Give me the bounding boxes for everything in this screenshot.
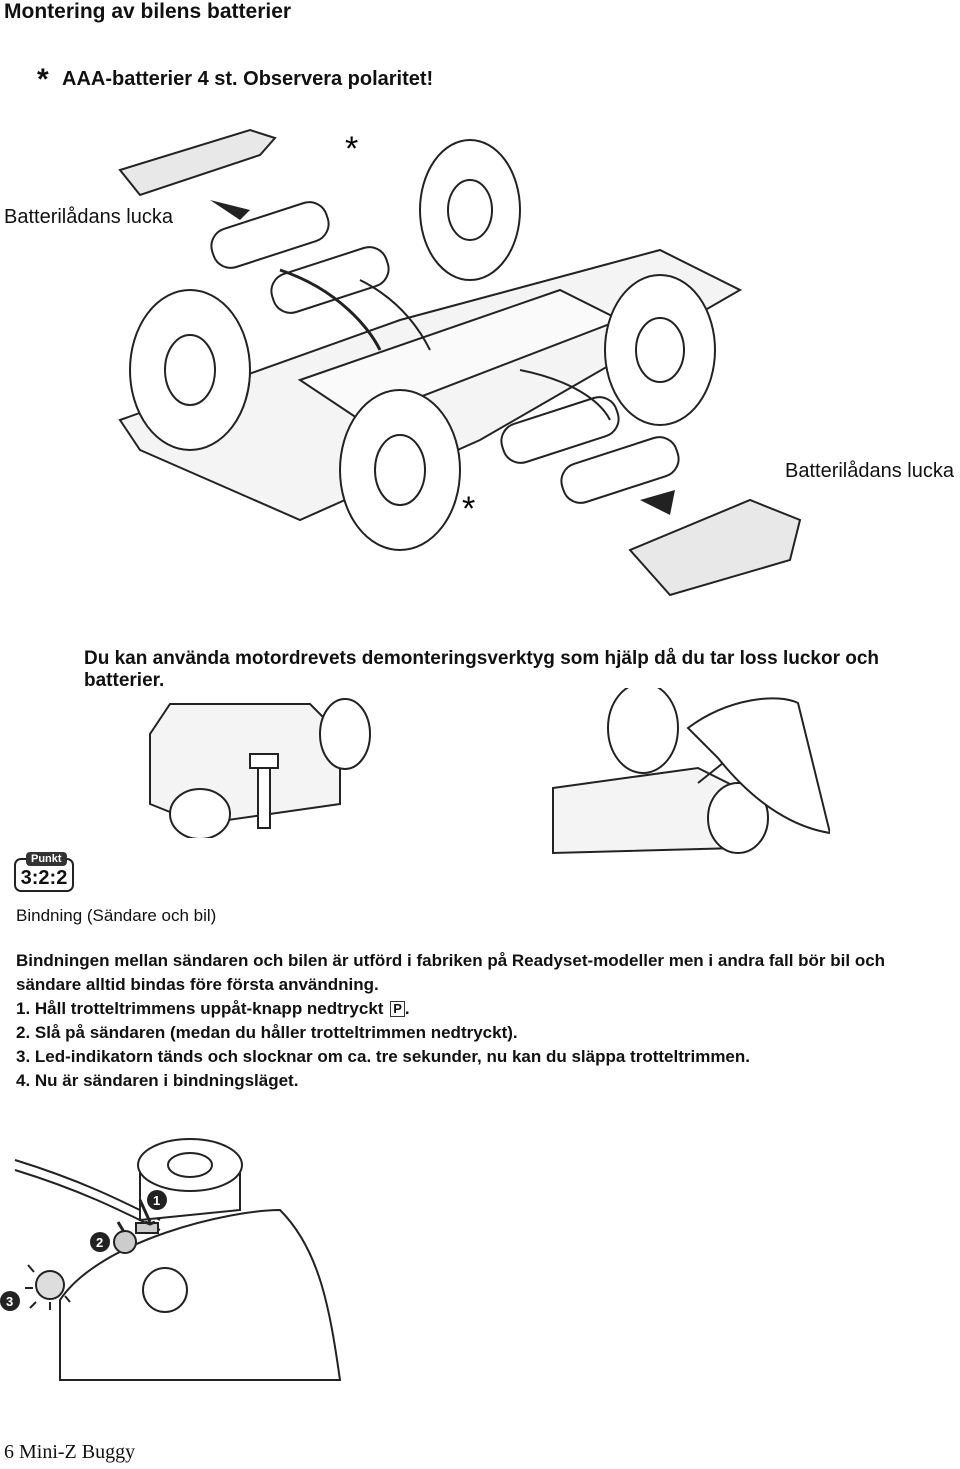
star-marker-top: * <box>345 130 358 168</box>
hand-removing-battery-illustration-right <box>552 688 830 855</box>
punkt-value: 3:2:2 <box>20 867 68 889</box>
transmitter-illustration: 1 2 3 <box>0 1138 342 1381</box>
punkt-badge: Punkt 3:2:2 <box>14 852 74 892</box>
battery-lid-label-bottom: Batterilådans lucka <box>785 460 954 482</box>
tool-tip-text: Du kan använda motordrevets demonterings… <box>84 648 880 691</box>
callout-2: 2 <box>96 1235 103 1250</box>
callout-3: 3 <box>6 1294 13 1309</box>
step-2: 2. Slå på sändaren (medan du håller trot… <box>16 1023 518 1042</box>
step-1-end: . <box>404 999 410 1018</box>
star-marker-bottom: * <box>462 490 475 528</box>
page-footer: 6 Mini-Z Buggy <box>4 1441 136 1463</box>
step-4: 4. Nu är sändaren i bindningsläget. <box>16 1071 299 1090</box>
punkt-label: Punkt <box>26 852 67 866</box>
binding-instructions: Bindningen mellan sändaren och bilen är … <box>16 949 946 1093</box>
asterisk-icon: * <box>37 63 49 96</box>
p-button-icon: P <box>390 1001 405 1017</box>
battery-lid-label-top: Batterilådans lucka <box>4 206 173 228</box>
step-1-text: 1. Håll trotteltrimmens uppåt-knapp nedt… <box>16 999 384 1018</box>
callout-1: 1 <box>153 1193 160 1208</box>
step-3: 3. Led-indikatorn tänds och slocknar om … <box>16 1047 750 1066</box>
step-1: 1. Håll trotteltrimmens uppåt-knapp nedt… <box>16 997 946 1021</box>
page-title: Montering av bilens batterier <box>4 0 292 23</box>
tool-removing-lid-illustration-left <box>149 698 371 838</box>
intro-paragraph: Bindningen mellan sändaren och bilen är … <box>16 951 886 994</box>
section-heading: Bindning (Sändare och bil) <box>16 906 217 925</box>
car-battery-illustration: * * <box>118 128 802 597</box>
battery-note: AAA-batterier 4 st. Observera polaritet! <box>62 68 434 90</box>
